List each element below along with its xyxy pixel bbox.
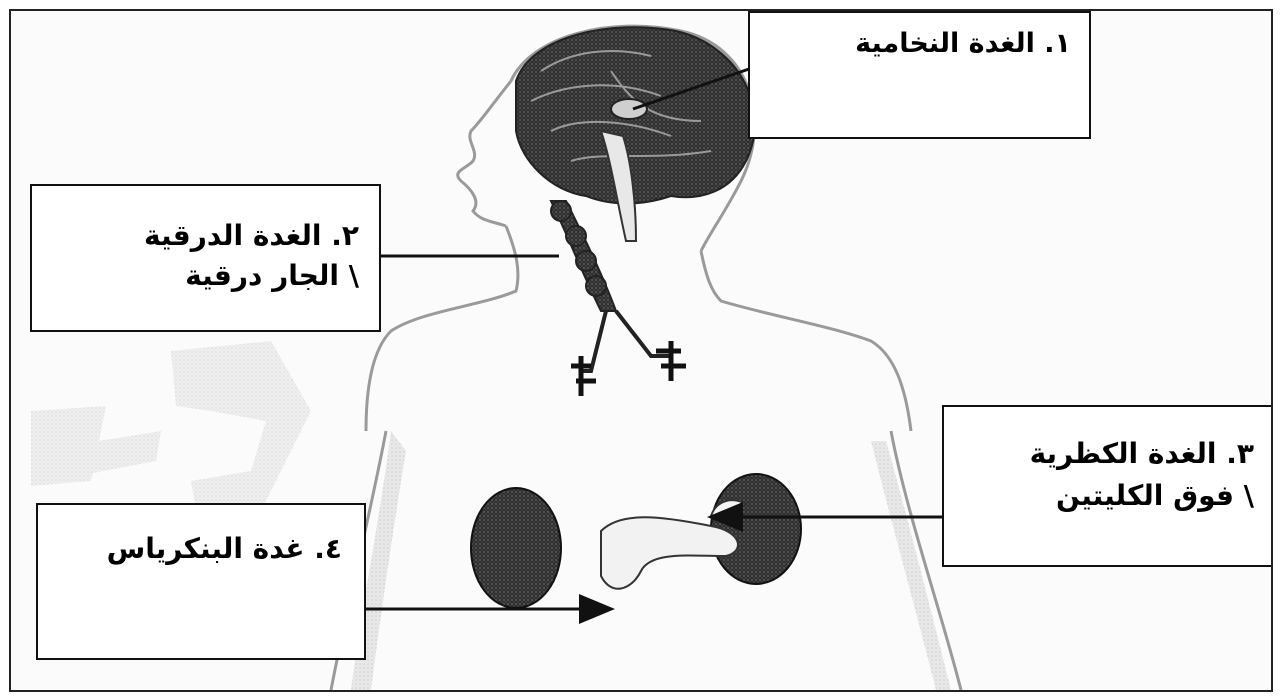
adrenal-label-box: ٣. الغدة الكظرية \ فوق الكليتين [942,405,1273,567]
pancreas-icon [601,517,738,588]
diagram-frame: ١. الغدة النخامية ٢. الغدة الدرقية \ الج… [9,9,1273,692]
pituitary-label-box: ١. الغدة النخامية [748,11,1091,139]
pancreas-label-box: ٤. غدة البنكرياس [36,503,366,660]
thyroid-label-line-1: ٢. الغدة الدرقية [52,216,359,256]
pancreas-label: ٤. غدة البنكرياس [60,529,342,569]
thyroid-gland-icon [551,201,686,396]
thyroid-label-line-2: \ الجار درقية [52,256,359,296]
watermark-shape [31,341,311,511]
thyroid-label-box: ٢. الغدة الدرقية \ الجار درقية [30,184,381,332]
pituitary-label: ١. الغدة النخامية [768,27,1071,61]
adrenal-label-line-1: ٣. الغدة الكظرية [970,433,1254,475]
adrenal-label-line-2: \ فوق الكليتين [970,475,1254,517]
torso-shading-right [871,441,951,690]
